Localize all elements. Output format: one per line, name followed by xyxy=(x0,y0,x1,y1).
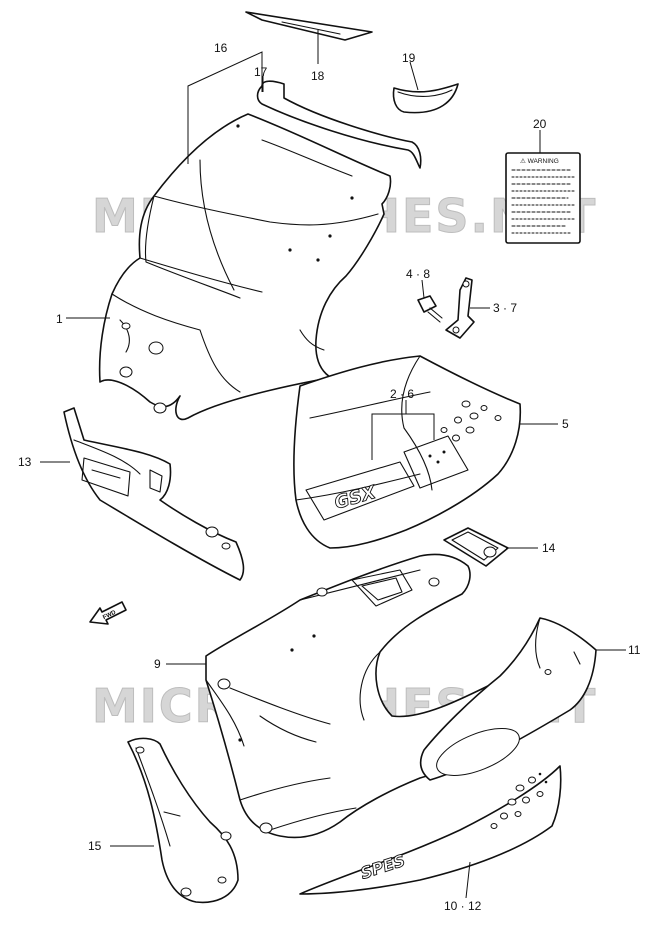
warning-label-lines xyxy=(511,169,575,234)
callout-16: 16 xyxy=(214,41,228,55)
callout-4-8: 4 · 8 xyxy=(406,267,430,281)
callout-14: 14 xyxy=(542,541,556,555)
callout-13: 13 xyxy=(18,455,32,469)
callout-2-6: 2 · 6 xyxy=(390,387,414,401)
part-20-warning-label: ⚠ WARNING xyxy=(505,152,581,244)
callout-20: 20 xyxy=(533,117,547,131)
part-1-upper-cowling xyxy=(98,113,407,421)
part-19-trim xyxy=(392,83,459,114)
callout-5: 5 xyxy=(562,417,569,431)
callout-9: 9 xyxy=(154,657,161,671)
callout-1: 1 xyxy=(56,312,63,326)
leader-lines xyxy=(40,30,626,899)
callout-10-12: 10 · 12 xyxy=(444,899,482,913)
callout-18: 18 xyxy=(311,69,325,83)
part-4-8-bolt xyxy=(417,295,443,323)
part-15-side-piece xyxy=(127,737,239,904)
callout-19: 19 xyxy=(402,51,416,65)
part-17-screen-trim xyxy=(256,80,422,169)
callouts: 16 17 18 19 20 1 4 · 8 3 · 7 2 · 6 5 13 … xyxy=(18,41,641,913)
callout-11: 11 xyxy=(628,643,641,657)
warning-label-heading: ⚠ WARNING xyxy=(520,157,559,165)
callout-17: 17 xyxy=(254,65,268,79)
fwd-label: FWD xyxy=(102,609,118,621)
callout-15: 15 xyxy=(88,839,102,853)
part-5-side-cowling xyxy=(293,355,522,549)
fwd-arrow-icon: FWD xyxy=(89,601,127,625)
part-13-inner-panel xyxy=(63,407,245,581)
part-14-seal xyxy=(443,527,509,567)
part-11-side-panel xyxy=(419,617,597,781)
part-3-7-bracket xyxy=(445,277,475,339)
part-18-panel xyxy=(245,11,373,41)
callout-3-7: 3 · 7 xyxy=(493,301,517,315)
